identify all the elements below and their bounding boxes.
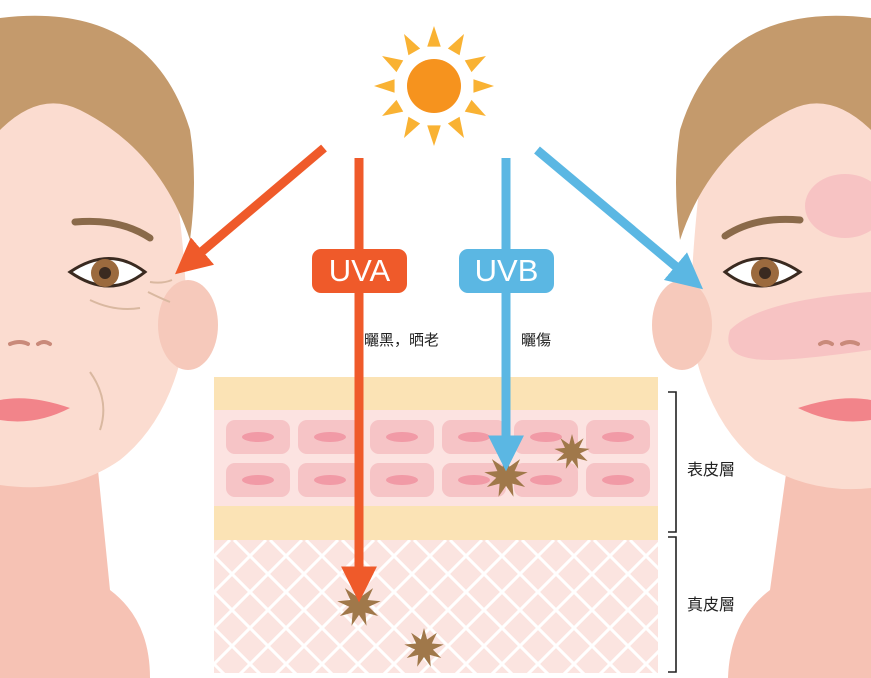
left-ear	[158, 280, 218, 370]
sunburned-face	[652, 15, 871, 678]
collagen-fiber	[628, 540, 658, 571]
right-eye	[722, 257, 803, 288]
sun-core	[407, 59, 461, 113]
sun-ray	[447, 116, 464, 138]
collagen-fiber	[274, 540, 412, 673]
left-nasolabial	[89, 371, 105, 431]
cell-nucleus	[314, 432, 346, 442]
left-lips	[0, 398, 70, 422]
collagen-fiber	[214, 540, 340, 667]
collagen-fiber	[454, 540, 592, 673]
right-lips	[798, 398, 871, 422]
right-brow	[721, 215, 804, 240]
right-hair	[676, 15, 871, 241]
collagen-fiber	[598, 613, 658, 673]
aged-face	[0, 15, 218, 678]
left-crow-feet	[89, 279, 173, 310]
right-neck	[728, 445, 871, 678]
collagen-fiber	[592, 540, 658, 607]
uvb-badge: UVB	[459, 249, 554, 293]
cell-nucleus	[386, 432, 418, 442]
left-hair	[0, 15, 194, 241]
sun-ray	[404, 116, 421, 138]
right-ear	[652, 280, 712, 370]
sun-ray	[382, 56, 404, 73]
cell-nucleus	[242, 432, 274, 442]
collagen-fiber	[346, 540, 484, 673]
collagen-fiber	[562, 577, 658, 673]
epidermis-cells	[226, 420, 650, 497]
sun-icon	[374, 26, 494, 146]
collagen-fiber	[526, 541, 658, 673]
sun-ray	[447, 34, 464, 56]
sun-ray	[382, 99, 404, 116]
left-eye	[67, 257, 148, 288]
dermis-collagen-mesh	[214, 540, 658, 673]
uvb-effect-label: 曬傷	[521, 331, 552, 349]
sun-ray	[473, 79, 494, 93]
left-neck	[0, 440, 150, 678]
forehead-redness	[805, 174, 871, 238]
cell-nucleus	[602, 475, 634, 485]
epidermis-label: 表皮層	[687, 460, 736, 479]
melanin-spot	[404, 628, 444, 667]
sun-ray	[374, 79, 395, 93]
collagen-fiber	[214, 625, 262, 673]
cell-nucleus	[314, 475, 346, 485]
cell-nucleus	[602, 432, 634, 442]
collagen-fiber	[310, 540, 448, 673]
sun-ray	[464, 99, 486, 116]
sun-ray	[404, 34, 421, 56]
right-nose	[818, 340, 860, 346]
cell-nucleus	[458, 475, 490, 485]
left-nose	[8, 340, 52, 346]
epidermis-bracket	[668, 391, 677, 533]
cell-nucleus	[386, 475, 418, 485]
collagen-fiber	[238, 540, 376, 673]
collagen-fiber	[214, 540, 304, 631]
dermis-bracket	[668, 536, 677, 673]
cell-nucleus	[530, 432, 562, 442]
melanin-spot	[554, 434, 590, 469]
cell-nucleus	[530, 475, 562, 485]
sun-ray	[464, 56, 486, 73]
collagen-fiber	[634, 649, 658, 673]
cell-nucleus	[242, 475, 274, 485]
sun-rays	[374, 26, 494, 146]
dermis-label: 真皮層	[687, 595, 736, 614]
collagen-fiber	[490, 540, 628, 673]
uv-arrows	[175, 144, 704, 603]
uvb-arrow-to-face	[534, 146, 704, 290]
stratum-basale-bottom	[214, 506, 658, 540]
sun-ray	[427, 26, 441, 47]
stratum-corneum-top	[214, 377, 658, 410]
uva-arrow-to-face	[175, 144, 327, 275]
uva-effect-label: 曬黑，晒老	[364, 331, 440, 349]
sun-ray	[427, 125, 441, 146]
cell-nucleus	[458, 432, 490, 442]
collagen-fiber	[382, 540, 520, 673]
skin-cross-section	[214, 377, 658, 673]
collagen-fiber	[214, 540, 268, 595]
uva-badge: UVA	[312, 249, 407, 293]
cheek-redness	[728, 292, 871, 360]
left-brow	[71, 217, 154, 242]
